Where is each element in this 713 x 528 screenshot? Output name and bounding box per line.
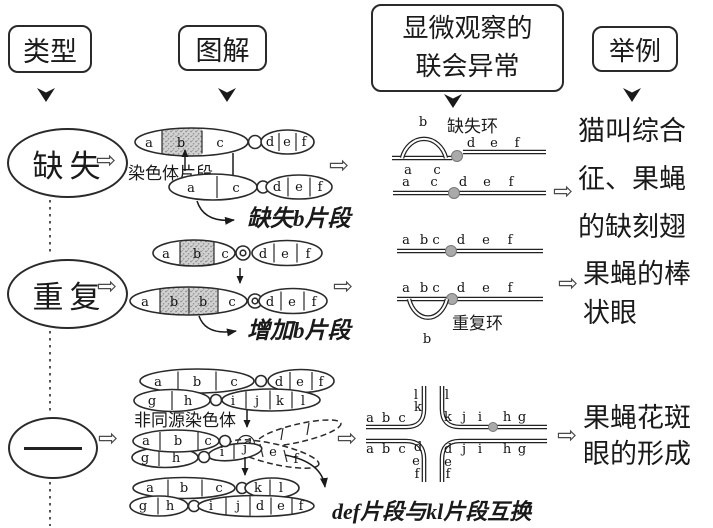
flow-arrow-icon: ⇨ [337,424,358,452]
example-line: 果蝇花斑 [583,403,691,433]
flow-arrow-icon: ⇨ [98,424,119,452]
flow-arrow-icon: ⇨ [96,146,117,174]
loop-letter: b [419,115,427,130]
type-oval-deletion: 缺失 [7,128,128,198]
type-deletion-label: 缺失 [32,148,107,184]
blank-answer-line [24,446,82,450]
loop-letter: b [423,332,431,347]
example-line: 状眼 [583,298,637,329]
example-line: 猫叫综合 [578,116,686,146]
note-arrow [284,454,328,488]
header-down-arrow-icons [37,88,641,108]
translocation-note: def片段与kl片段互换 [332,499,532,524]
example-deletion: 猫叫综合 征、果蝇 的缺刻翅 [578,108,686,251]
example-line: 眼的形成 [583,439,691,470]
flow-arrow-icon: ⇨ [329,151,350,179]
deletion-loop-label: 缺失环 [447,117,498,136]
example-line: 征、果蝇 [578,163,686,194]
type-oval-blank [8,417,98,479]
header-type-label: 类型 [23,36,77,67]
header-diagram-label: 图解 [195,35,250,66]
deletion-note: 缺失b片段 [247,206,351,231]
header-microscope-box: 显微观察的 联会异常 [371,4,564,92]
flow-arrow-icon: ⇨ [553,177,574,205]
header-microscope-line2: 联会异常 [415,51,520,81]
synapsis-letters: l [445,388,449,403]
type-oval-duplication: 重复 [7,259,128,329]
flow-arrow-icon: ⇨ [97,272,118,300]
header-type-box: 类型 [8,25,92,73]
duplication-note: 增加b片段 [247,318,351,343]
example-translocation: 果蝇花斑 眼的形成 [583,400,691,473]
note-arrow [198,315,237,337]
flow-arrow-icon: ⇨ [333,272,354,300]
header-diagram-box: 图解 [178,25,267,71]
example-duplication: 果蝇的棒 状眼 [583,255,691,333]
duplication-loop-label: 重复环 [452,314,503,333]
header-example-label: 举例 [608,35,661,66]
nonhomologous-label: 非同源染色体 [134,411,236,430]
header-example-box: 举例 [592,26,678,72]
flow-arrow-icon: ⇨ [557,421,578,449]
type-duplication-label: 重复 [32,279,107,315]
header-microscope-line1: 显微观察的 [402,13,533,44]
flow-arrow-icon: ⇨ [558,269,579,297]
note-arrow [196,200,235,225]
example-line: 的缺刻翅 [578,211,686,242]
example-line: 果蝇的棒 [583,259,691,289]
